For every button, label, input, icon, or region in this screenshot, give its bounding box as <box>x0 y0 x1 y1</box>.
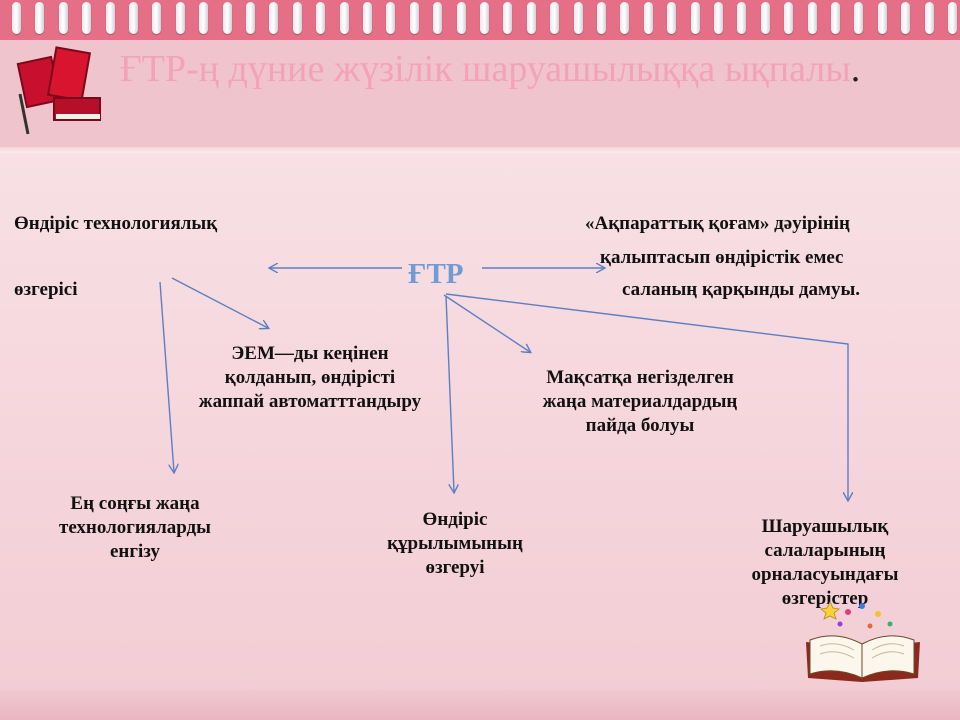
production-structure-box: Өндіріс құрылымының өзгеруі <box>345 508 565 580</box>
binding-ring <box>526 2 536 34</box>
new-technologies-box: Ең соңғы жаңа технологияларды енгізу <box>10 492 260 564</box>
binding-ring <box>339 2 349 34</box>
information-society-line2: қалыптасып өндірістік емес <box>600 247 844 268</box>
binding-ring <box>760 2 770 34</box>
arrow-to-computers <box>171 277 268 328</box>
binding-ring <box>737 2 747 34</box>
center-node-label: ҒТР <box>408 258 464 290</box>
open-book-icon <box>806 601 920 682</box>
new-materials-box: Мақсатқа негізделген жаңа материалдардың… <box>470 366 810 438</box>
binding-rings <box>0 0 960 40</box>
binding-ring <box>129 2 138 34</box>
computers-line3: жаппай автоматттандыру <box>198 391 422 412</box>
structure-line3: өзгеруі <box>425 557 485 578</box>
title-divider <box>0 147 960 153</box>
agri-line1: Шаруашылық <box>761 516 889 537</box>
arrow-to-new-technologies <box>159 281 174 472</box>
binding-ring <box>948 2 957 34</box>
binding-ring <box>714 2 723 34</box>
binding-ring <box>901 2 911 34</box>
binding-ring <box>643 2 653 34</box>
technological-change-label-line1: Өндіріс технологиялық <box>14 213 218 234</box>
binding-ring <box>152 2 162 34</box>
binding-ring <box>456 2 466 34</box>
arrow-to-economy-location <box>445 293 848 500</box>
newtech-line3: енгізу <box>109 541 161 562</box>
binding-ring <box>105 2 115 34</box>
binding-ring <box>82 2 92 34</box>
binding-ring <box>503 2 513 34</box>
binding-ring <box>58 2 68 34</box>
binding-ring <box>550 2 560 34</box>
binding-ring <box>597 2 606 34</box>
newtech-line1: Ең соңғы жаңа <box>70 493 200 514</box>
materials-line1: Мақсатқа негізделген <box>546 367 734 388</box>
binding-ring <box>246 2 255 34</box>
binding-ring <box>620 2 630 34</box>
computers-line1: ЭЕМ—ды кеңінен <box>231 343 389 364</box>
title-banner: ҒТР-ң дүние жүзілік шаруашылыққа ықпалы. <box>0 40 960 148</box>
economy-location-box: Шаруашылық салаларының орналасуындағы өз… <box>715 515 935 611</box>
binding-ring <box>386 2 396 34</box>
agri-line4: өзгерістер <box>781 588 869 609</box>
binding-ring <box>409 2 419 34</box>
binding-ring <box>807 2 817 34</box>
structure-line1: Өндіріс <box>422 509 488 530</box>
binding-ring <box>667 2 677 34</box>
technological-change-label-line2: өзгерісі <box>14 279 78 300</box>
binding-ring <box>292 2 302 34</box>
binding-ring <box>924 2 934 34</box>
agri-line3: орналасуындағы <box>751 564 899 585</box>
structure-line2: құрылымының <box>387 533 523 554</box>
binding-ring <box>784 2 794 34</box>
binding-ring <box>831 2 840 34</box>
binding-ring <box>269 2 279 34</box>
binding-ring <box>854 2 864 34</box>
computers-line2: қолданып, өндірісті <box>224 367 396 388</box>
binding-ring <box>316 2 326 34</box>
binding-ring <box>35 2 45 34</box>
arrow-to-production-structure <box>445 295 454 492</box>
arrow-to-new-materials <box>443 294 530 352</box>
materials-line3: пайда болуы <box>585 415 695 436</box>
binding-ring <box>690 2 700 34</box>
agri-line2: салаларының <box>764 540 886 561</box>
bottom-strip <box>0 690 960 720</box>
red-books-icon <box>16 46 101 135</box>
binding-ring <box>12 2 21 34</box>
information-society-line3: саланың қарқынды дамуы. <box>622 279 861 300</box>
binding-ring <box>199 2 209 34</box>
binding-ring <box>222 2 232 34</box>
binding-ring <box>480 2 489 34</box>
binding-ring <box>363 2 372 34</box>
computers-automation-box: ЭЕМ—ды кеңінен қолданып, өндірісті жаппа… <box>140 342 480 414</box>
materials-line2: жаңа материалдардың <box>542 391 738 412</box>
slide-title: ҒТР-ң дүние жүзілік шаруашылыққа ықпалы. <box>119 48 861 90</box>
binding-ring <box>573 2 583 34</box>
information-society-line1: «Ақпараттық қоғам» дәуірінің <box>585 213 850 234</box>
newtech-line2: технологияларды <box>58 517 212 538</box>
binding-ring <box>433 2 443 34</box>
binding-ring <box>175 2 185 34</box>
binding-ring <box>877 2 887 34</box>
